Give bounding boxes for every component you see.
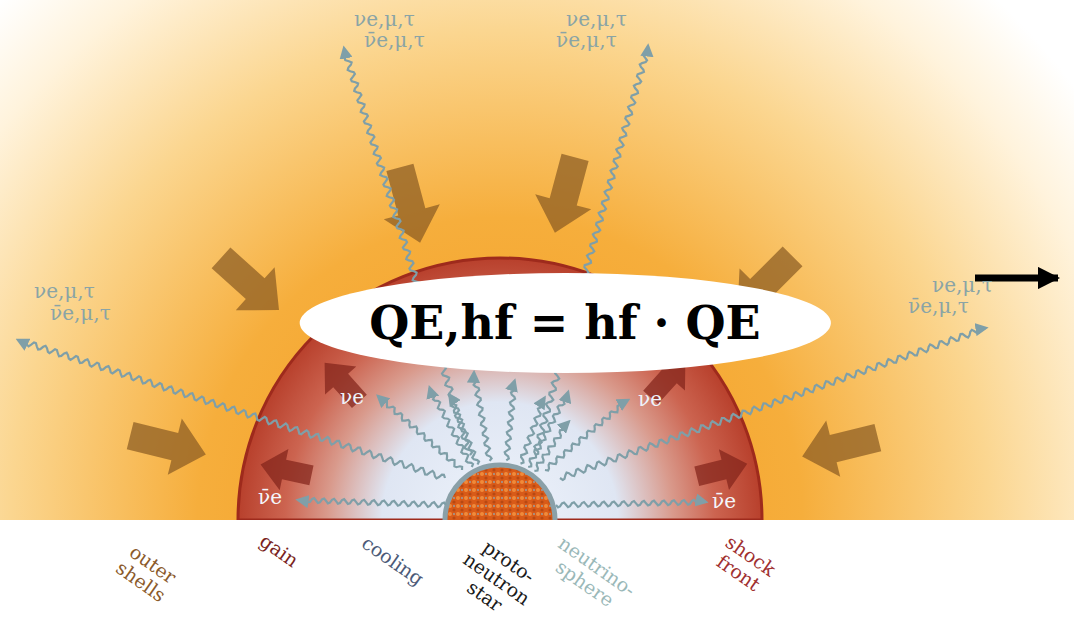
neutrino-flavour-label: νe,μ,τ	[354, 8, 415, 30]
antineutrino-flavour-label: ν̄e,μ,τ	[50, 302, 111, 324]
bottom-band	[0, 520, 1074, 630]
neutrino-path	[298, 498, 446, 507]
electron-antineutrino-label: ν̄e	[712, 490, 736, 512]
electron-antineutrino-label: ν̄e	[258, 486, 282, 508]
neutrino-path	[378, 396, 462, 470]
infall-arrow	[202, 236, 299, 331]
antineutrino-flavour-label: ν̄e,μ,τ	[556, 29, 617, 51]
infall-arrow	[795, 409, 885, 484]
antineutrino-flavour-label: ν̄e,μ,τ	[908, 295, 969, 317]
ellipse-shape	[299, 273, 830, 373]
neutrino-path	[556, 500, 706, 507]
electron-neutrino-label: νe	[638, 388, 662, 410]
neutrino-paths	[18, 46, 986, 507]
neutrino-path	[430, 388, 473, 467]
region-label: shock front	[708, 530, 781, 599]
outflow-arrow	[309, 349, 375, 416]
infall-arrow	[527, 150, 603, 240]
neutrino-flavour-label: νe,μ,τ	[566, 8, 627, 30]
infall-arrows	[123, 150, 885, 485]
neutrino-path	[505, 381, 516, 461]
neutrino-path	[474, 372, 492, 461]
region-label: proto-neutron star	[446, 530, 547, 627]
neutrino-path	[545, 400, 628, 471]
region-label: outer shells	[98, 530, 196, 616]
neutrino-flavour-label: νe,μ,τ	[34, 280, 95, 302]
region-label: cooling	[358, 532, 427, 589]
region-label: gain	[256, 530, 302, 571]
infall-arrow	[123, 407, 213, 482]
antineutrino-flavour-label: ν̄e,μ,τ	[364, 29, 425, 51]
formula-ellipse: QE,hf = hf · QE	[297, 272, 834, 374]
neutrino-flavour-label: νe,μ,τ	[932, 274, 993, 296]
neutrino-path	[534, 422, 568, 471]
outflow-arrow	[692, 443, 753, 496]
formula-text: QE,hf = hf · QE	[369, 296, 760, 350]
neutrino-path	[534, 46, 648, 455]
region-label: neutrino-sphere	[542, 532, 640, 618]
infall-arrow	[372, 160, 448, 250]
neutrino-path	[521, 398, 545, 464]
electron-neutrino-label: νe	[340, 386, 364, 408]
neutrino-path	[18, 340, 445, 478]
